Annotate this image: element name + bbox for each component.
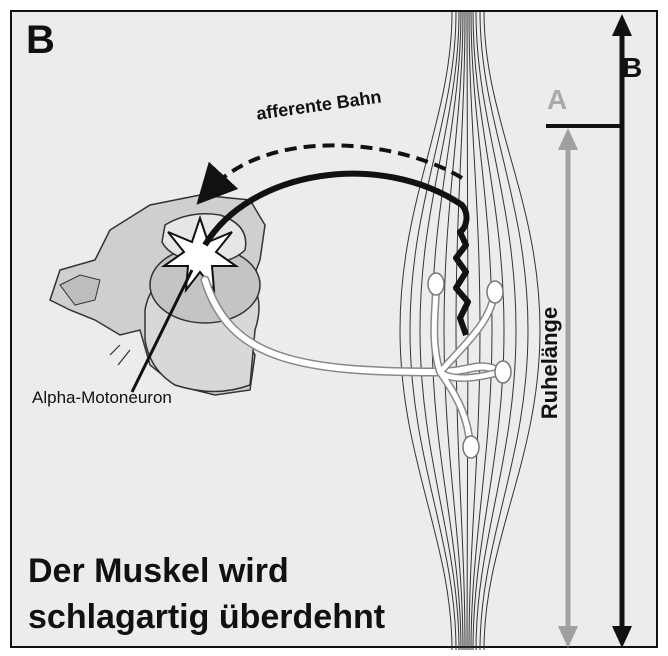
marker-B-label: B <box>622 52 642 84</box>
caption-line-2: schlagartig überdehnt <box>28 594 385 640</box>
resting-length-label: Ruhelänge <box>537 283 563 443</box>
muscle <box>400 12 540 650</box>
alpha-motoneuron-label: Alpha-Motoneuron <box>32 388 172 408</box>
caption-line-1: Der Muskel wird <box>28 548 385 594</box>
marker-A-label: A <box>547 84 567 116</box>
caption: Der Muskel wird schlagartig überdehnt <box>28 548 385 640</box>
spinal-vertebra-illustration <box>50 195 265 395</box>
panel-label: B <box>26 18 55 63</box>
